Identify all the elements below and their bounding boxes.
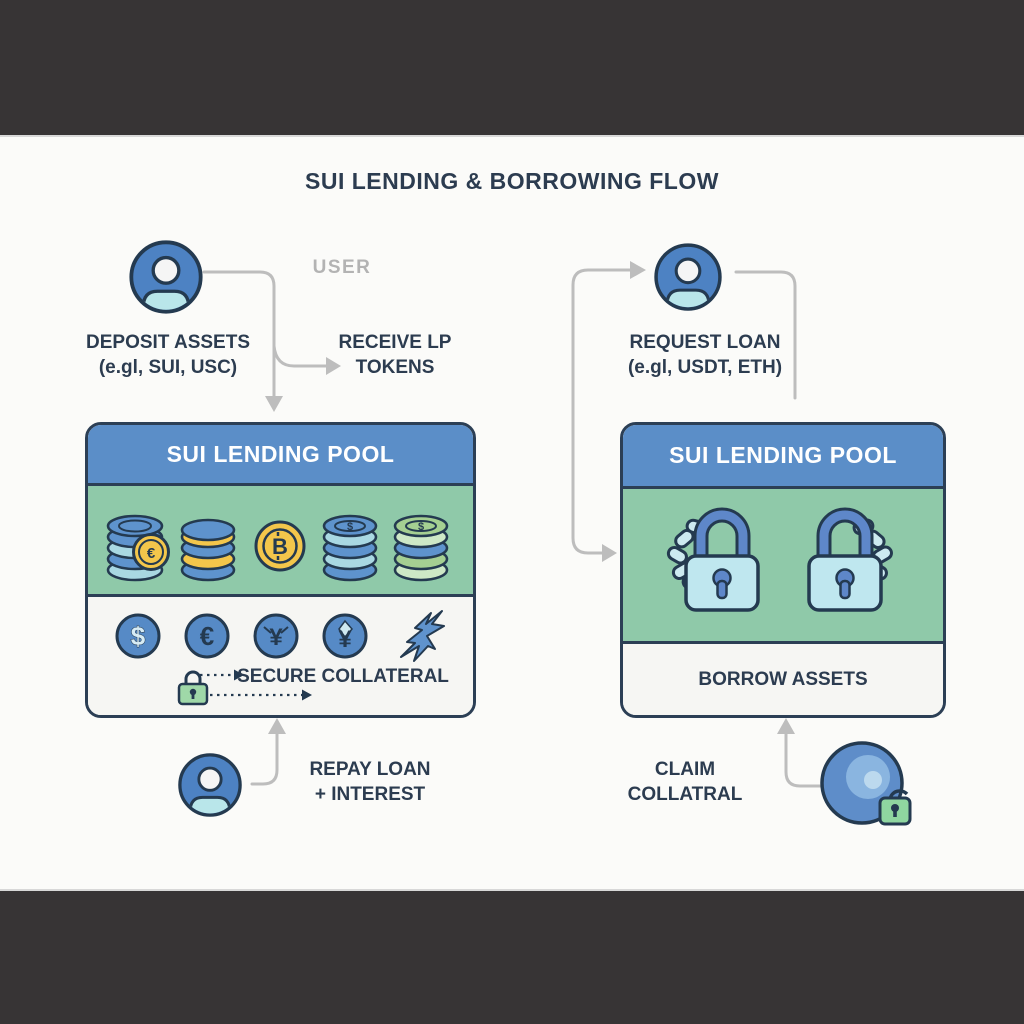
arrowhead-down-into-left-pool [265,396,283,412]
coin-stack-blue-yellow-icon [180,518,236,582]
right-pool-locked-band [623,489,943,644]
arrowhead-right-into-right-pool [602,544,617,562]
euro-symbol: € [200,621,214,651]
right-pool-header: SUI LENDING POOL [623,425,943,489]
coin-stacks-graphic: € B [106,514,449,582]
receive-lp-line1: RECEIVE LP [338,332,452,353]
secure-collateral-label: SECURE COLLATERAL [237,666,449,687]
repay-loan-line2: + INTEREST [314,784,426,805]
arrowhead-right-to-right-user [630,261,646,279]
right-pool-title: SUI LENDING POOL [669,442,897,468]
left-pool-title: SUI LENDING POOL [166,440,395,467]
collateral-coin-unlock-icon [820,741,912,826]
padlock-chain-left-icon [666,507,760,612]
bitcoin-symbol: B [272,534,288,559]
right-lending-pool-box: SUI LENDING POOL [620,422,946,718]
coin-stack-green-icon: $ [393,514,449,582]
deposit-assets-line2: (e.gl, SUI, USC) [98,357,238,378]
yen-leaf-circle-icon: ¥ [322,613,368,659]
top-letterbox-bar [0,0,1024,137]
request-loan-label: REQUEST LOAN (e.gl, USDT, ETH) [608,330,802,380]
bottom-letterbox-bar [0,889,1024,1024]
yen-circle-icon: ¥ [253,613,299,659]
repay-loan-label: REPAY LOAN + INTEREST [292,757,448,807]
diagram-title: SUI LENDING & BORROWING FLOW [305,168,719,194]
claim-collateral-line2: COLLATRAL [627,784,743,805]
euro-circle-icon: € [184,613,230,659]
dollar-symbol: $ [131,621,146,651]
arrowhead-up-repay [268,718,286,734]
connector-claim-up [784,730,822,788]
yen-symbol: ¥ [269,624,283,651]
request-loan-line2: (e.gl, USDT, ETH) [627,357,783,378]
user-label: USER [312,257,372,278]
deposit-assets-label: DEPOSIT ASSETS (e.gl, SUI, USC) [66,330,270,380]
claim-collateral-label: CLAIM COLLATRAL [607,757,763,807]
user-avatar-repayer [178,753,242,817]
spark-arrow-icon [400,610,445,662]
connector-repay-up [250,730,279,786]
padlock-chain-right-icon [807,507,893,612]
dashed-arrowhead-top [234,669,244,681]
receive-lp-tokens-label: RECEIVE LP TOKENS [318,330,472,380]
user-avatar-depositor [129,240,203,314]
bitcoin-coin-icon: B [254,520,306,572]
user-avatar-borrower [654,243,722,311]
locked-collateral-graphic [666,507,893,612]
coin-stack-blue-icon: $ [322,514,378,582]
stack-dollar-symbol: $ [347,521,353,533]
right-pool-borrow-band: BORROW ASSETS [623,644,943,715]
request-loan-line1: REQUEST LOAN [629,332,781,353]
repay-loan-line1: REPAY LOAN [309,759,431,780]
left-lending-pool-box: SUI LENDING POOL € [85,422,476,718]
receive-lp-line2: TOKENS [355,357,435,378]
collateral-graphic: $ € ¥ ¥ [115,610,449,706]
left-pool-assets-band: € B [88,486,473,597]
deposit-assets-line1: DEPOSIT ASSETS [86,332,250,353]
dollar-circle-icon: $ [115,613,161,659]
borrow-assets-label: BORROW ASSETS [698,668,868,690]
euro-coin-symbol: € [147,545,156,562]
dashed-arrowhead-bottom [302,689,312,701]
yen-alt-symbol: ¥ [338,626,352,653]
stack-dollar-symbol: $ [418,521,424,533]
claim-collateral-line1: CLAIM [654,759,716,780]
euro-coin-icon: € [132,533,170,571]
collateral-lock-icon [177,670,209,706]
left-pool-collateral-band: $ € ¥ ¥ [88,597,473,715]
arrowhead-up-claim [777,718,795,734]
open-lock-icon [878,789,912,826]
left-pool-header: SUI LENDING POOL [88,425,473,486]
